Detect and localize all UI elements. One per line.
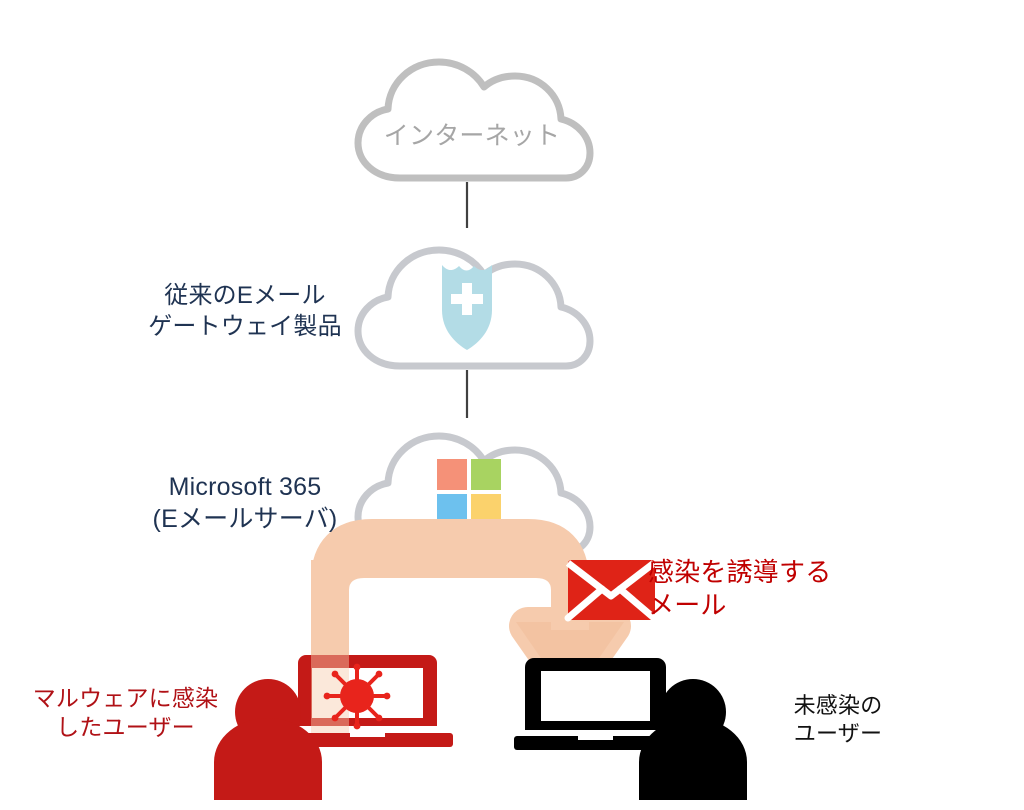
shield-cross-icon [442,265,492,350]
cloud-icon-internet [354,58,594,182]
label-clean-user: 未感染の ユーザー [793,693,883,747]
label-gateway: 従来のEメール ゲートウェイ製品 [148,282,342,340]
label-infected-user: マルウェアに感染 したユーザー [32,685,219,741]
clean-laptop-icon [514,658,685,750]
infected-laptop-icon [282,655,453,747]
infected-person-icon [214,679,322,800]
envelope-icon [564,560,658,622]
virus-icon [323,663,391,730]
label-internet: インターネット [383,122,561,150]
cloud-icon-gateway [354,246,594,370]
label-m365: Microsoft 365 (Eメールサーバ) [152,473,338,533]
label-malicious-mail: 感染を誘導する メール [648,557,832,621]
clean-person-icon [639,679,747,800]
